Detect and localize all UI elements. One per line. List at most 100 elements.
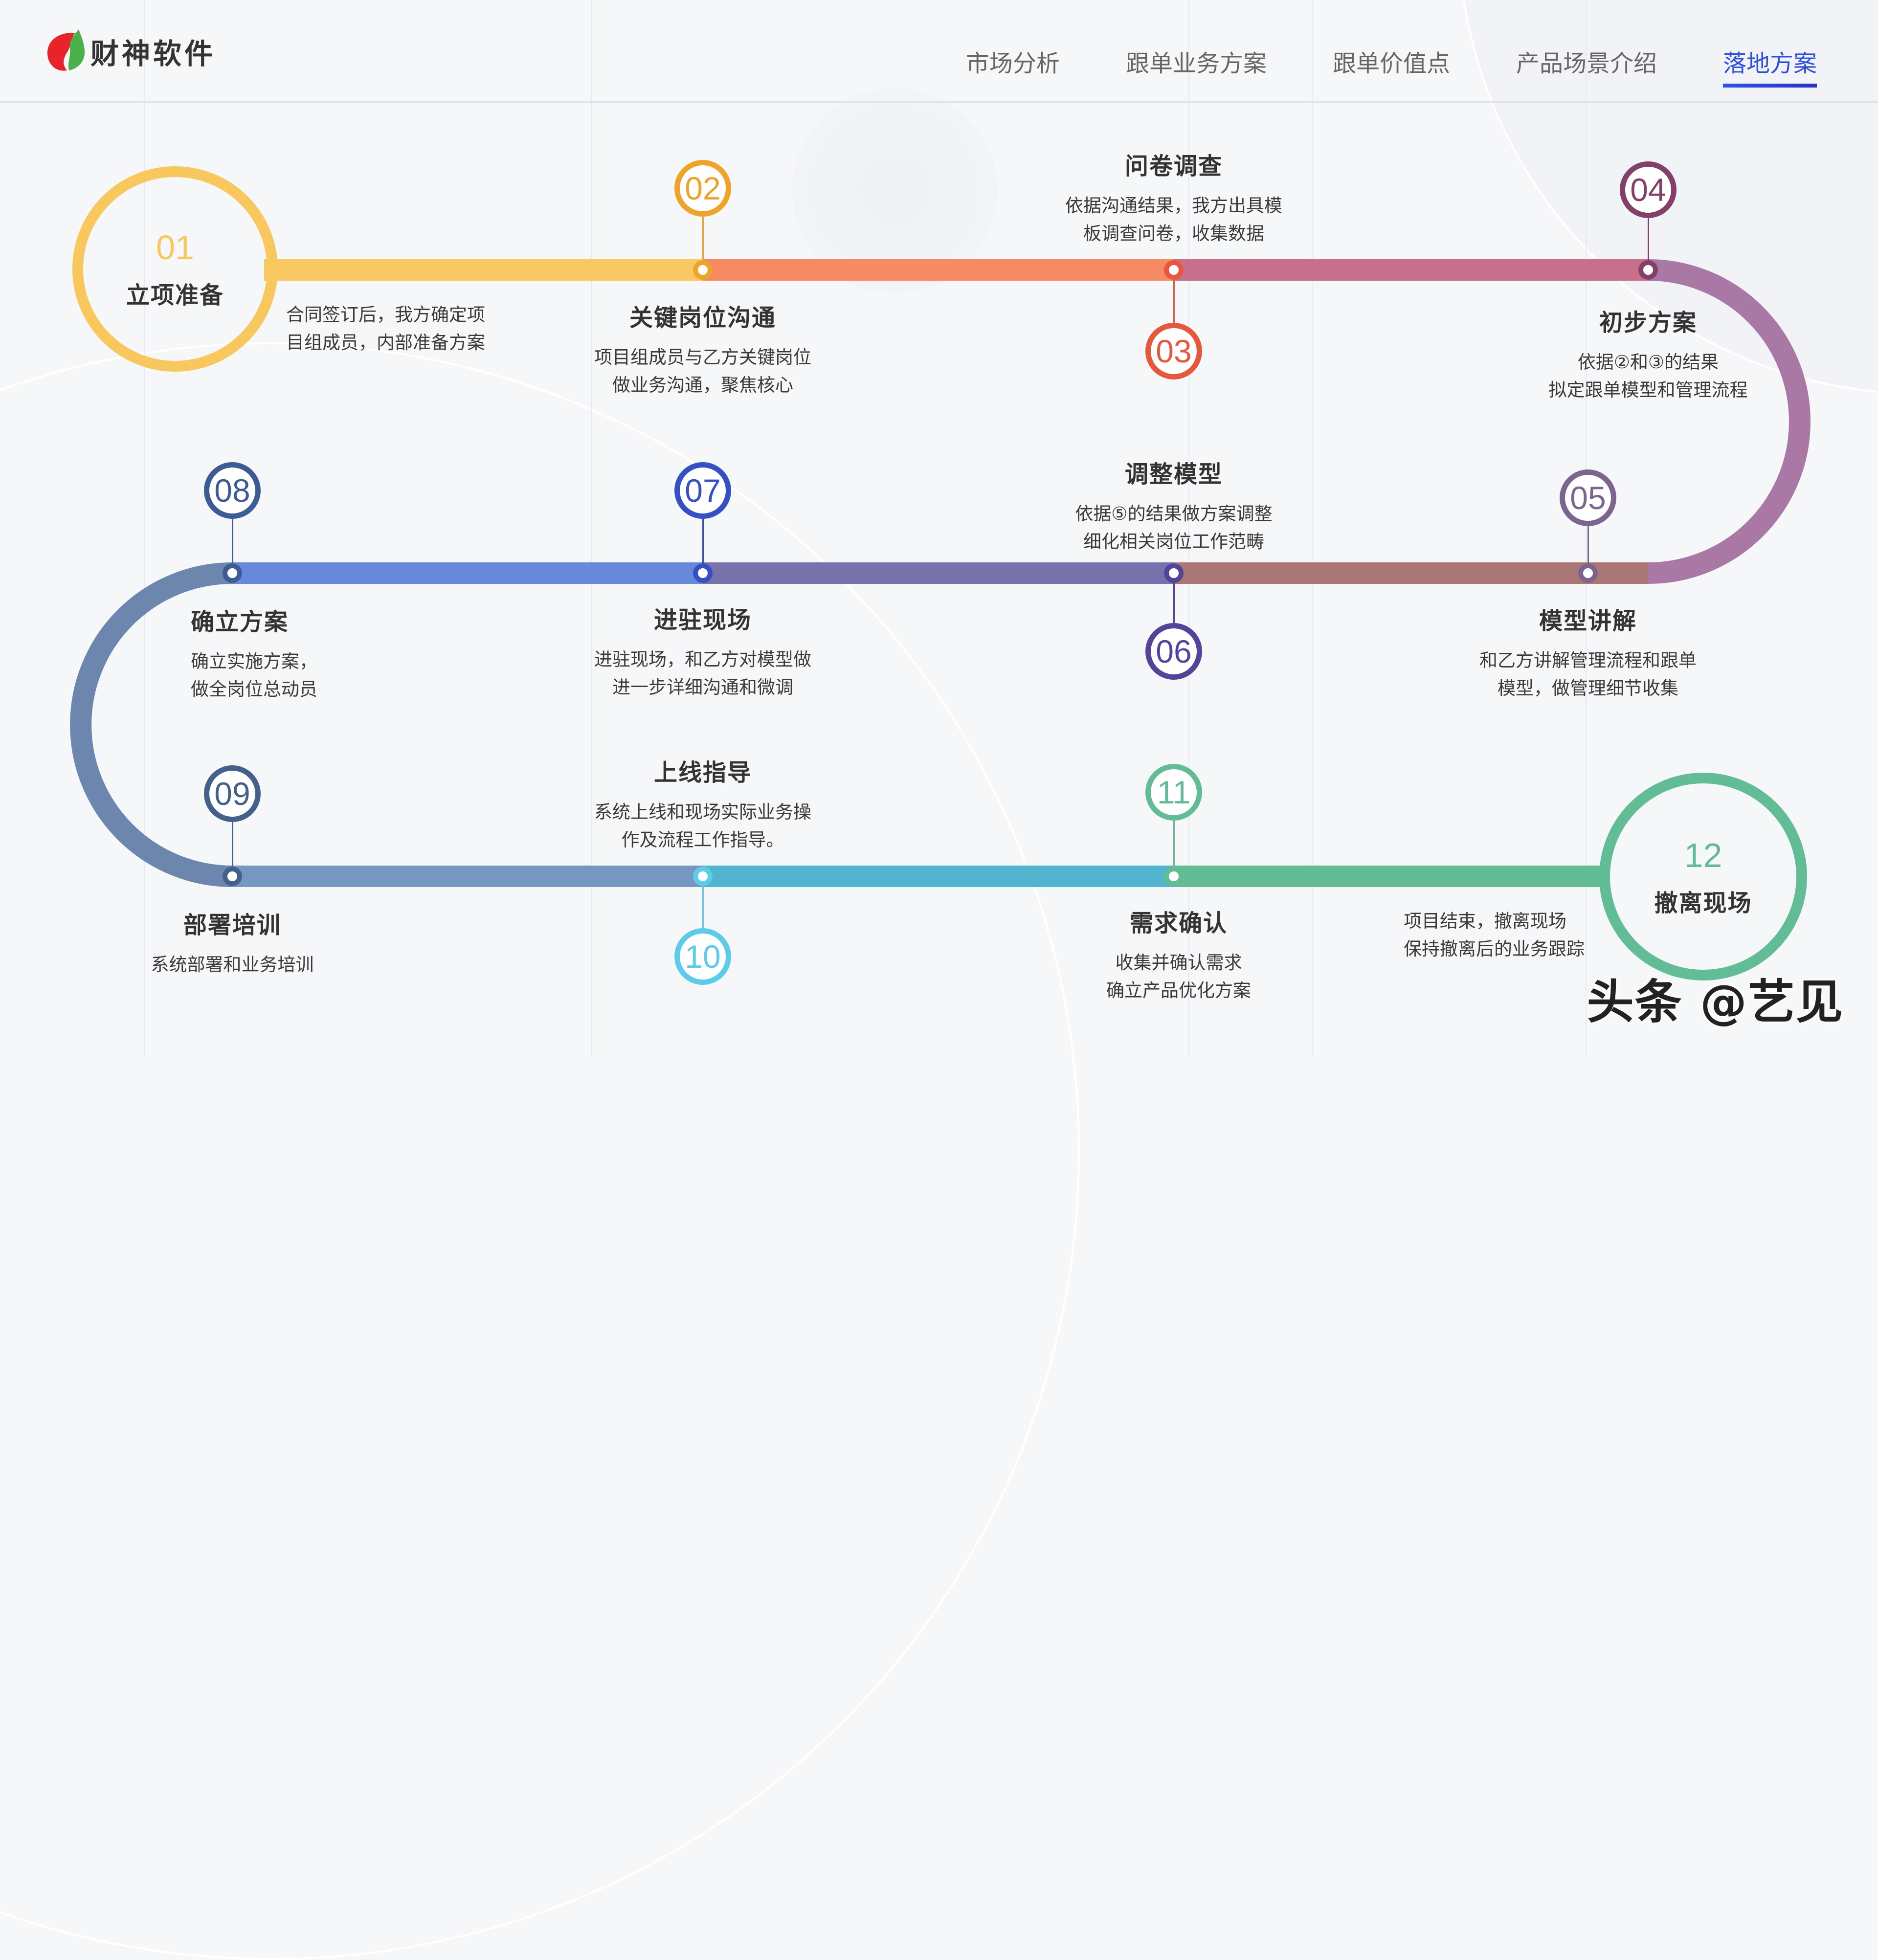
step-09-node[interactable]: 09: [204, 765, 261, 822]
nav-item-implementation-plan[interactable]: 落地方案: [1722, 46, 1817, 88]
step-02-node[interactable]: 02: [674, 160, 731, 217]
step-09-title: 部署培训: [183, 912, 281, 939]
step-07-title: 进驻现场: [653, 606, 752, 634]
desc-line: 合同签订后，我方确定项: [286, 304, 485, 325]
step-11-card: 需求确认 收集并确认需求 确立产品优化方案: [1032, 904, 1325, 1004]
step-11-stem: [1173, 821, 1175, 876]
desc-line: 作及流程工作指导。: [621, 829, 784, 850]
step-11-number: 11: [1157, 774, 1191, 810]
desc-line: 系统上线和现场实际业务操: [594, 802, 811, 823]
desc-line: 和乙方讲解管理流程和跟单: [1479, 650, 1697, 671]
step-04-dot: [1638, 260, 1658, 280]
step-09-card: 部署培训 系统部署和业务培训: [86, 906, 379, 979]
desc-line: 目组成员，内部准备方案: [286, 332, 485, 353]
step-03-number: 03: [1156, 333, 1192, 369]
step-11-node[interactable]: 11: [1145, 764, 1202, 821]
process-track: [70, 259, 1811, 887]
step-08-node[interactable]: 08: [204, 462, 261, 519]
step-02-dot: [693, 260, 713, 280]
step-03-title: 问卷调查: [1124, 153, 1223, 180]
step-11-dot: [1164, 867, 1184, 886]
desc-line: 模型，做管理细节收集: [1498, 678, 1678, 699]
step-02-desc: 项目组成员与乙方关键岗位 做业务沟通，聚焦核心: [556, 343, 850, 399]
step-01-title: 立项准备: [126, 282, 224, 309]
step-06-dot: [1164, 563, 1184, 583]
step-05-node[interactable]: 05: [1560, 469, 1616, 526]
step-08-dot: [223, 563, 242, 583]
step-05-card: 模型讲解 和乙方讲解管理流程和跟单 模型，做管理细节收集: [1441, 601, 1735, 702]
desc-line: 依据②和③的结果: [1577, 352, 1719, 373]
desc-line: 做业务沟通，聚焦核心: [612, 375, 793, 396]
step-10-node[interactable]: 10: [674, 928, 731, 985]
step-04-desc: 依据②和③的结果 拟定跟单模型和管理流程: [1501, 348, 1795, 404]
step-04-title: 初步方案: [1599, 309, 1697, 336]
step-06-number: 06: [1156, 633, 1192, 669]
step-11-desc: 收集并确认需求 确立产品优化方案: [1032, 949, 1325, 1004]
desc-line: 确立产品优化方案: [1106, 980, 1251, 1001]
step-03-dot: [1164, 260, 1184, 280]
desc-line: 板调查问卷，收集数据: [1083, 223, 1264, 244]
brand-name: 财神软件: [90, 37, 216, 70]
step-10-number: 10: [685, 938, 721, 975]
desc-line: 细化相关岗位工作范畴: [1083, 531, 1264, 552]
desc-line: 收集并确认需求: [1115, 952, 1242, 973]
step-07-card: 进驻现场 进驻现场，和乙方对模型做 进一步详细沟通和微调: [556, 601, 850, 701]
top-nav: 市场分析 跟单业务方案 跟单价值点 产品场景介绍 落地方案: [900, 46, 1817, 88]
step-08-title: 确立方案: [191, 608, 289, 636]
step-04-stem: [1647, 218, 1649, 270]
step-07-dot: [693, 563, 713, 583]
step-02-title: 关键岗位沟通: [629, 304, 776, 332]
step-05-dot: [1578, 563, 1598, 583]
logo-icon: [46, 29, 86, 73]
step-04-card: 初步方案 依据②和③的结果 拟定跟单模型和管理流程: [1501, 303, 1795, 404]
grid-line: [1312, 0, 1313, 1056]
step-02-card: 关键岗位沟通 项目组成员与乙方关键岗位 做业务沟通，聚焦核心: [556, 298, 850, 399]
step-06-desc: 依据⑤的结果做方案调整 细化相关岗位工作范畴: [1027, 500, 1320, 556]
step-06-title: 调整模型: [1124, 461, 1223, 488]
step-05-number: 05: [1570, 480, 1606, 516]
grid-line: [1586, 0, 1587, 1056]
step-07-node[interactable]: 07: [674, 462, 731, 519]
desc-line: 进驻现场，和乙方对模型做: [594, 649, 811, 670]
step-06-node[interactable]: 06: [1145, 623, 1202, 680]
nav-item-market-analysis[interactable]: 市场分析: [965, 50, 1060, 77]
nav-item-order-business-plan[interactable]: 跟单业务方案: [1125, 50, 1267, 77]
step-03-stem: [1173, 280, 1175, 323]
step-04-node[interactable]: 04: [1620, 161, 1677, 218]
step-05-stem: [1587, 526, 1589, 573]
desc-line: 项目组成员与乙方关键岗位: [594, 347, 811, 368]
brand-logo[interactable]: 财神软件: [46, 29, 216, 73]
grid-line: [591, 0, 592, 1056]
step-04-number: 04: [1630, 172, 1666, 208]
nav-item-order-value-points[interactable]: 跟单价值点: [1332, 50, 1450, 77]
step-12-desc: 项目结束，撤离现场 保持撤离后的业务跟踪: [1404, 907, 1585, 963]
desc-line: 保持撤离后的业务跟踪: [1404, 938, 1585, 959]
nav-item-product-scenarios[interactable]: 产品场景介绍: [1516, 50, 1657, 77]
step-07-number: 07: [685, 472, 721, 509]
desc-line: 确立实施方案，: [191, 651, 317, 672]
grid-line: [1188, 0, 1189, 1056]
step-05-title: 模型讲解: [1539, 607, 1637, 635]
step-01-card: 合同签订后，我方确定项 目组成员，内部准备方案: [286, 301, 485, 356]
step-10-desc: 系统上线和现场实际业务操 作及流程工作指导。: [556, 798, 850, 854]
desc-line: 依据沟通结果，我方出具模: [1065, 195, 1282, 216]
step-08-desc: 确立实施方案， 做全岗位总动员: [191, 647, 317, 703]
step-09-desc: 系统部署和业务培训: [86, 951, 379, 979]
step-08-number: 08: [214, 472, 250, 509]
step-08-card: 确立方案 确立实施方案， 做全岗位总动员: [191, 602, 317, 703]
step-09-dot: [223, 867, 242, 886]
desc-line: 项目结束，撤离现场: [1404, 911, 1566, 932]
step-01-number: 01: [156, 228, 194, 267]
step-03-node[interactable]: 03: [1145, 323, 1202, 379]
step-01-circle[interactable]: 01 立项准备: [72, 166, 278, 372]
grid-line: [144, 0, 145, 1056]
step-03-card: 问卷调查 依据沟通结果，我方出具模 板调查问卷，收集数据: [1027, 147, 1320, 247]
desc-line: 系统部署和业务培训: [151, 954, 314, 975]
step-07-stem: [702, 519, 704, 573]
desc-line: 拟定跟单模型和管理流程: [1548, 379, 1748, 401]
step-12-circle[interactable]: 12 撤离现场: [1599, 773, 1807, 980]
desc-line: 依据⑤的结果做方案调整: [1075, 503, 1273, 524]
step-02-stem: [702, 217, 704, 270]
step-12-title: 撤离现场: [1654, 889, 1752, 917]
step-01-desc: 合同签订后，我方确定项 目组成员，内部准备方案: [286, 301, 485, 356]
